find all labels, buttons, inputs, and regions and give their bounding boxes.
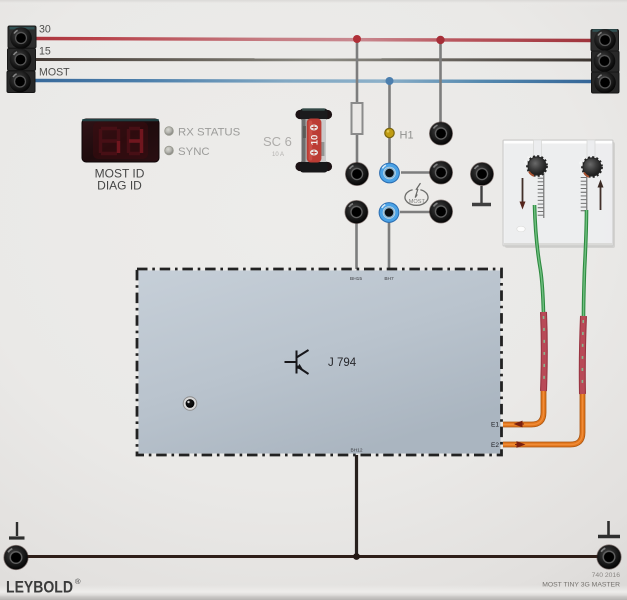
- svg-text:E1: E1: [491, 422, 499, 429]
- svg-text:J 794: J 794: [328, 357, 357, 369]
- svg-text:SYNC: SYNC: [178, 146, 210, 158]
- svg-text:10 A: 10 A: [272, 152, 284, 158]
- svg-text:BH7: BH7: [384, 276, 394, 282]
- svg-text:MOST TINY 3G MASTER: MOST TINY 3G MASTER: [542, 582, 620, 589]
- svg-text:MOST ID: MOST ID: [95, 167, 145, 181]
- svg-text:MOST: MOST: [39, 67, 70, 79]
- svg-text:BH12: BH12: [351, 448, 363, 454]
- svg-text:®: ®: [75, 577, 81, 586]
- svg-text:SC 6: SC 6: [263, 134, 292, 149]
- svg-text:LEYBOLD: LEYBOLD: [6, 578, 73, 597]
- svg-text:H1: H1: [400, 130, 414, 142]
- svg-text:BH15: BH15: [350, 276, 362, 282]
- svg-text:30: 30: [39, 24, 51, 36]
- svg-text:DIAG ID: DIAG ID: [97, 179, 142, 193]
- svg-text:740 2016: 740 2016: [592, 572, 621, 579]
- svg-text:MOST: MOST: [409, 199, 426, 205]
- svg-text:E2: E2: [491, 442, 499, 449]
- svg-text:RX STATUS: RX STATUS: [178, 127, 241, 139]
- svg-text:15: 15: [39, 46, 51, 58]
- svg-text:10: 10: [310, 135, 321, 146]
